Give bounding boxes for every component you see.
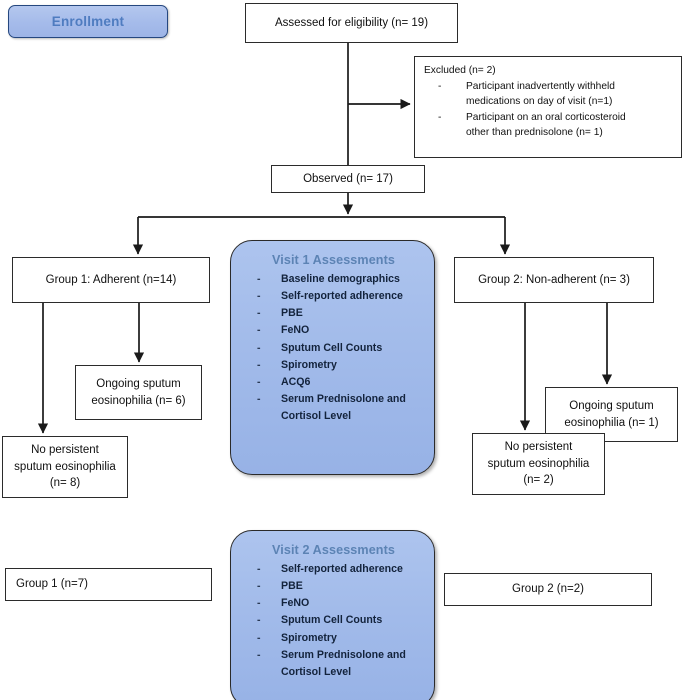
list-item: - Baseline demographics [255,271,424,288]
assessment-label: Serum Prednisolone and [281,393,406,406]
visit2-assessments-panel: Visit 2 Assessments - Self-reported adhe… [230,530,435,700]
list-item: - Spirometry [255,357,424,374]
assessment-label: Serum Prednisolone and [281,648,406,661]
visit1-panel-title: Visit 1 Assessments [271,253,395,267]
excluded-reason-line1: Participant on an oral corticosteroid [466,112,626,124]
bullet-dash: - [438,112,442,124]
bullet-dash: - [257,375,261,388]
assessment-label: Sputum Cell Counts [281,341,383,354]
node-group1-adherent: Group 1: Adherent (n=14) [12,257,210,303]
list-item: - FeNO [255,322,424,339]
bullet-dash: - [438,81,442,93]
node-g1-nopersist-line1: No persistent [31,443,99,456]
node-g2-nopersist-line3: (n= 2) [523,474,554,487]
bullet-dash: - [257,648,261,661]
assessment-label: Sputum Cell Counts [281,614,383,627]
bullet-dash: - [257,580,261,593]
visit1-assessments-panel: Visit 1 Assessments - Baseline demograph… [230,240,435,475]
visit2-assessment-list: - Self-reported adherence - PBE - FeNO -… [243,561,424,681]
node-assessed-label: Assessed for eligibility (n= 19) [274,16,429,29]
bullet-dash: - [257,341,261,354]
node-group2-no-persistent-eosinophilia: No persistent sputum eosinophilia (n= 2) [472,433,605,495]
assessment-label: FeNO [281,597,310,610]
excluded-reason-line2: medications on day of visit (n=1) [466,95,613,107]
assessment-label: Spirometry [281,631,337,644]
excluded-reason-line1: Participant inadvertently withheld [466,81,615,93]
bullet-dash: - [257,290,261,303]
assessment-label: PBE [281,307,303,320]
bullet-dash: - [257,307,261,320]
node-g1-nopersist-line2: sputum eosinophilia [14,460,116,473]
assessment-label: Baseline demographics [281,273,400,285]
assessment-label: Self-reported adherence [281,290,403,303]
list-item: - Serum Prednisolone and Cortisol Level [255,647,424,681]
list-item: - Participant on an oral corticosteroid … [438,111,673,140]
bullet-dash: - [257,324,261,337]
assessment-label-continued: Cortisol Level [281,665,352,678]
list-item: - Self-reported adherence [255,288,424,305]
node-group2-ongoing-eosinophilia: Ongoing sputum eosinophilia (n= 1) [545,387,678,442]
node-excluded-title: Excluded (n= 2) [424,65,496,76]
node-group1-visit2: Group 1 (n=7) [5,568,212,601]
node-group1-visit2-label: Group 1 (n=7) [16,578,88,591]
node-g1-ongoing-line1: Ongoing sputum [96,377,181,390]
assessment-label: FeNO [281,324,310,337]
node-group1-ongoing-eosinophilia: Ongoing sputum eosinophilia (n= 6) [75,365,202,420]
list-item: - Sputum Cell Counts [255,612,424,629]
node-g2-nopersist-line1: No persistent [504,440,573,453]
enrollment-badge-label: Enrollment [51,14,125,29]
node-observed-label: Observed (n= 17) [303,172,393,185]
node-group2-nonadherent: Group 2: Non-adherent (n= 3) [454,257,654,303]
visit2-panel-title: Visit 2 Assessments [271,543,395,557]
assessment-label: Spirometry [281,358,337,371]
node-g2-ongoing-line1: Ongoing sputum [569,399,654,412]
list-item: - Participant inadvertently withheld med… [438,80,673,109]
node-g2-nopersist-line2: sputum eosinophilia [487,457,590,470]
list-item: - PBE [255,305,424,322]
list-item: - FeNO [255,595,424,612]
node-g1-ongoing-line2: eosinophilia (n= 6) [91,394,186,407]
list-item: - Sputum Cell Counts [255,340,424,357]
node-group2-visit2: Group 2 (n=2) [444,573,652,606]
node-group2-label: Group 2: Non-adherent (n= 3) [478,273,630,286]
list-item: - PBE [255,578,424,595]
bullet-dash: - [257,614,261,627]
list-item: - ACQ6 [255,374,424,391]
node-observed: Observed (n= 17) [271,165,425,193]
bullet-dash: - [257,563,261,575]
node-group1-label: Group 1: Adherent (n=14) [45,273,177,286]
assessment-label-continued: Cortisol Level [281,410,352,423]
node-group2-visit2-label: Group 2 (n=2) [512,583,584,596]
visit1-assessment-list: - Baseline demographics - Self-reported … [243,271,424,425]
assessment-label: ACQ6 [281,375,311,388]
node-excluded: Excluded (n= 2) - Participant inadverten… [414,56,682,158]
bullet-dash: - [257,358,261,371]
excluded-reason-list: - Participant inadvertently withheld med… [424,80,673,140]
bullet-dash: - [257,631,261,644]
bullet-dash: - [257,393,261,406]
enrollment-badge: Enrollment [8,5,168,38]
node-g2-ongoing-line2: eosinophilia (n= 1) [564,416,659,429]
list-item: - Self-reported adherence [255,561,424,578]
bullet-dash: - [257,273,261,285]
assessment-label: PBE [281,580,303,593]
excluded-reason-line2: other than prednisolone (n= 1) [466,126,603,138]
node-assessed-for-eligibility: Assessed for eligibility (n= 19) [245,3,458,43]
list-item: - Serum Prednisolone and Cortisol Level [255,391,424,425]
node-g1-nopersist-line3: (n= 8) [49,477,81,490]
node-group1-no-persistent-eosinophilia: No persistent sputum eosinophilia (n= 8) [2,436,128,498]
assessment-label: Self-reported adherence [281,563,403,575]
list-item: - Spirometry [255,630,424,647]
bullet-dash: - [257,597,261,610]
